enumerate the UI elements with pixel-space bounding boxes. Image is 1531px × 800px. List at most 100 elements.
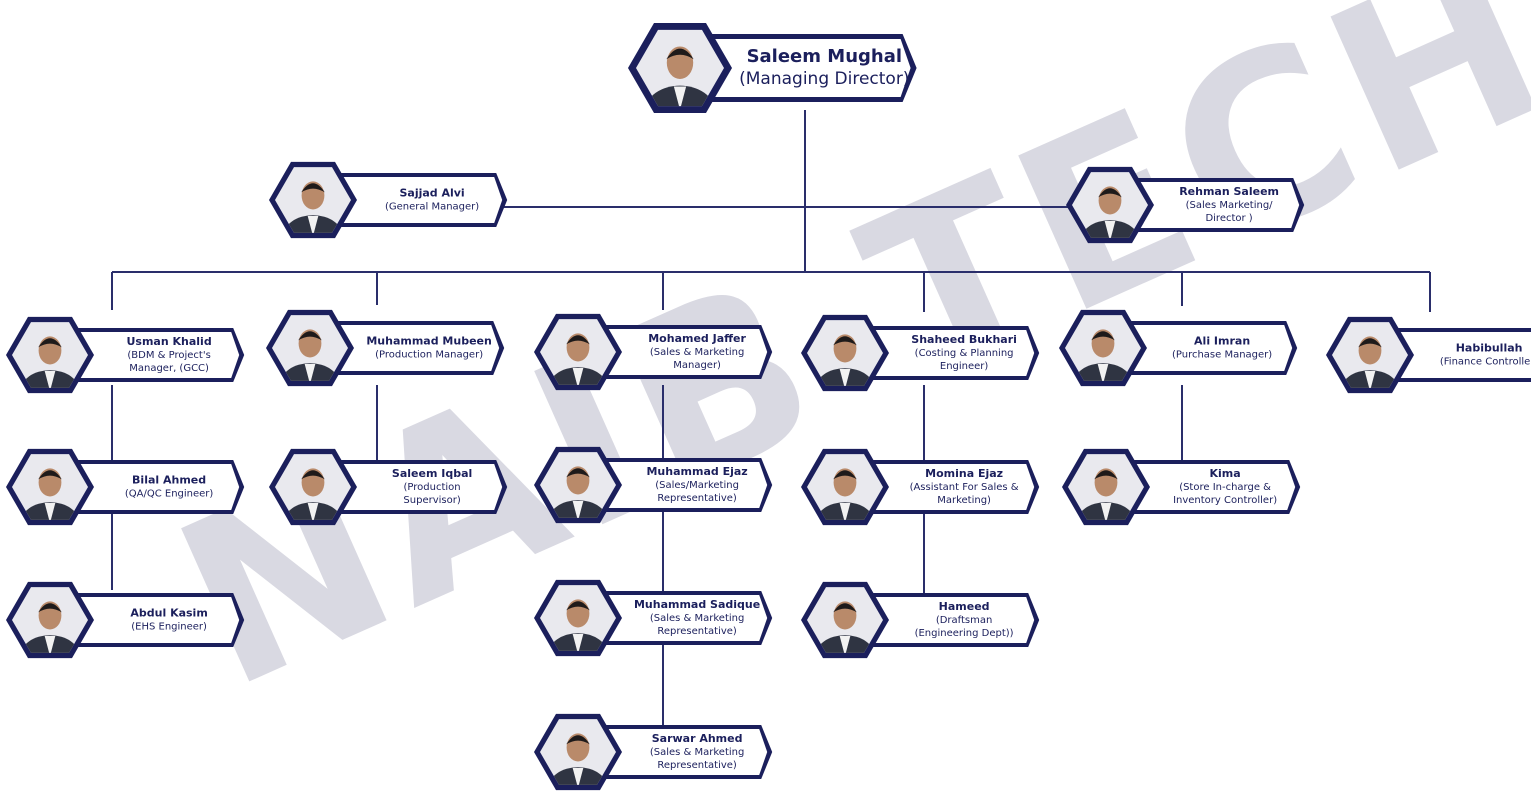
person-name: Usman Khalid xyxy=(126,335,211,348)
person-photo xyxy=(807,454,883,520)
person-role: (Sales & Marketing xyxy=(650,747,745,758)
person-role: (Production Manager) xyxy=(375,350,483,361)
org-node-ali-imran[interactable]: Ali Imran (Purchase Manager) xyxy=(1059,309,1298,405)
person-role: (Sales & Marketing xyxy=(650,347,745,358)
org-node-muhammad-sadique[interactable]: Muhammad Sadique (Sales & MarketingRepres… xyxy=(534,579,773,675)
avatar-body xyxy=(645,85,715,107)
person-name: Rehman Saleem xyxy=(1179,185,1279,198)
person-name: Ali Imran xyxy=(1194,335,1250,348)
person-name: Hameed xyxy=(939,600,990,613)
org-node-saleem-mughal[interactable]: Saleem Mughal(Managing Director) xyxy=(628,23,917,134)
person-name: Muhammad Mubeen xyxy=(366,335,492,348)
person-name: Mohamed Jaffer xyxy=(648,332,746,345)
person-role: (EHS Engineer) xyxy=(131,622,207,633)
person-role: (Production xyxy=(404,482,461,493)
name-plate xyxy=(708,39,911,97)
person-role: Representative) xyxy=(657,626,737,637)
person-role: Inventory Controller) xyxy=(1173,495,1277,506)
person-photo xyxy=(12,322,88,388)
person-photo xyxy=(807,320,883,386)
avatar-body xyxy=(280,363,340,381)
person-name: Saleem Iqbal xyxy=(392,467,472,480)
name-plate xyxy=(869,330,1035,376)
person-role: (Managing Director) xyxy=(739,69,909,89)
avatar-body xyxy=(1076,502,1136,520)
person-photo xyxy=(540,719,616,785)
org-nodes: Saleem Mughal(Managing Director) Sajjad A… xyxy=(6,23,1531,800)
person-name: Muhammad Sadique xyxy=(634,598,760,611)
person-role: Representative) xyxy=(657,493,737,504)
org-node-bilal-ahmed[interactable]: Bilal Ahmed (QA/QC Engineer) xyxy=(6,448,245,544)
person-role: (Sales Marketing/ xyxy=(1186,200,1274,211)
org-node-sajjad-alvi[interactable]: Sajjad Alvi (General Manager) xyxy=(269,161,508,257)
name-plate xyxy=(1127,325,1293,371)
person-role: (Purchase Manager) xyxy=(1172,350,1272,361)
person-role: (Engineering Dept)) xyxy=(915,628,1014,639)
name-plate xyxy=(334,325,500,371)
name-plate xyxy=(337,464,503,510)
avatar-body xyxy=(283,502,343,520)
avatar-body xyxy=(548,500,608,518)
person-role: (Draftsman xyxy=(936,615,993,626)
person-name: Bilal Ahmed xyxy=(132,474,206,487)
avatar-body xyxy=(548,367,608,385)
name-plate xyxy=(74,464,240,510)
name-plate xyxy=(602,729,768,775)
avatar-body xyxy=(20,635,80,653)
person-role: (Sales/Marketing xyxy=(655,480,739,491)
org-node-habibullah[interactable]: Habibullah (Finance Controller) xyxy=(1326,316,1531,412)
name-plate xyxy=(602,329,768,375)
person-name: Sajjad Alvi xyxy=(399,187,464,200)
person-role: Director ) xyxy=(1205,213,1252,224)
avatar-body xyxy=(815,368,875,386)
org-node-hameed[interactable]: Hameed (Draftsman (Engineering Dept)) xyxy=(801,581,1040,677)
person-role: Engineer) xyxy=(940,361,989,372)
person-photo xyxy=(807,587,883,653)
person-name: Sarwar Ahmed xyxy=(652,732,743,745)
person-name: Momina Ejaz xyxy=(925,467,1003,480)
org-node-shaheed-bukhari[interactable]: Shaheed Bukhari (Costing & PlanningEngine… xyxy=(801,314,1040,410)
person-role: (Assistant For Sales & xyxy=(910,482,1019,493)
person-role: (General Manager) xyxy=(385,202,479,213)
org-node-momina-ejaz[interactable]: Momina Ejaz (Assistant For Sales & Marketi… xyxy=(801,448,1040,544)
person-role: (Store In-charge & xyxy=(1179,482,1271,493)
org-node-muhammad-mubeen[interactable]: Muhammad Mubeen (Production Manager) xyxy=(266,309,505,405)
avatar-body xyxy=(283,215,343,233)
person-photo xyxy=(540,319,616,385)
avatar-body xyxy=(548,633,608,651)
org-node-rehman-saleem[interactable]: Rehman Saleem (Sales Marketing/Director ) xyxy=(1066,166,1305,262)
name-plate xyxy=(74,332,240,378)
person-role: (QA/QC Engineer) xyxy=(125,489,214,500)
person-name: Shaheed Bukhari xyxy=(911,333,1017,346)
org-node-sarwar-ahmed[interactable]: Sarwar Ahmed (Sales & MarketingRepresenta… xyxy=(534,713,773,800)
person-name: Saleem Mughal xyxy=(747,46,902,67)
person-role: (Sales & Marketing xyxy=(650,613,745,624)
person-role: (Finance Controller) xyxy=(1440,357,1531,368)
name-plate xyxy=(1394,332,1531,378)
avatar-body xyxy=(1080,220,1140,238)
name-plate xyxy=(602,595,768,641)
org-node-muhammad-ejaz[interactable]: Muhammad Ejaz (Sales/MarketingRepresentat… xyxy=(534,446,773,542)
person-role: Supervisor) xyxy=(403,495,460,506)
avatar-body xyxy=(815,635,875,653)
person-name: Abdul Kasim xyxy=(130,607,207,620)
person-name: Habibullah xyxy=(1456,342,1523,355)
person-role: (Costing & Planning xyxy=(915,348,1014,359)
name-plate xyxy=(602,462,768,508)
avatar-body xyxy=(815,502,875,520)
name-plate xyxy=(869,597,1035,643)
person-role: Marketing) xyxy=(937,495,991,506)
org-node-abdul-kasim[interactable]: Abdul Kasim (EHS Engineer) xyxy=(6,581,245,677)
org-node-kima[interactable]: Kima (Store In-charge & Inventory Controll… xyxy=(1062,448,1301,544)
person-name: Kima xyxy=(1210,467,1241,480)
name-plate xyxy=(74,597,240,643)
person-name: Muhammad Ejaz xyxy=(646,465,747,478)
person-role: Manager) xyxy=(673,360,721,371)
person-role: (BDM & Project's xyxy=(127,350,210,361)
person-role: Representative) xyxy=(657,760,737,771)
avatar-body xyxy=(548,767,608,785)
